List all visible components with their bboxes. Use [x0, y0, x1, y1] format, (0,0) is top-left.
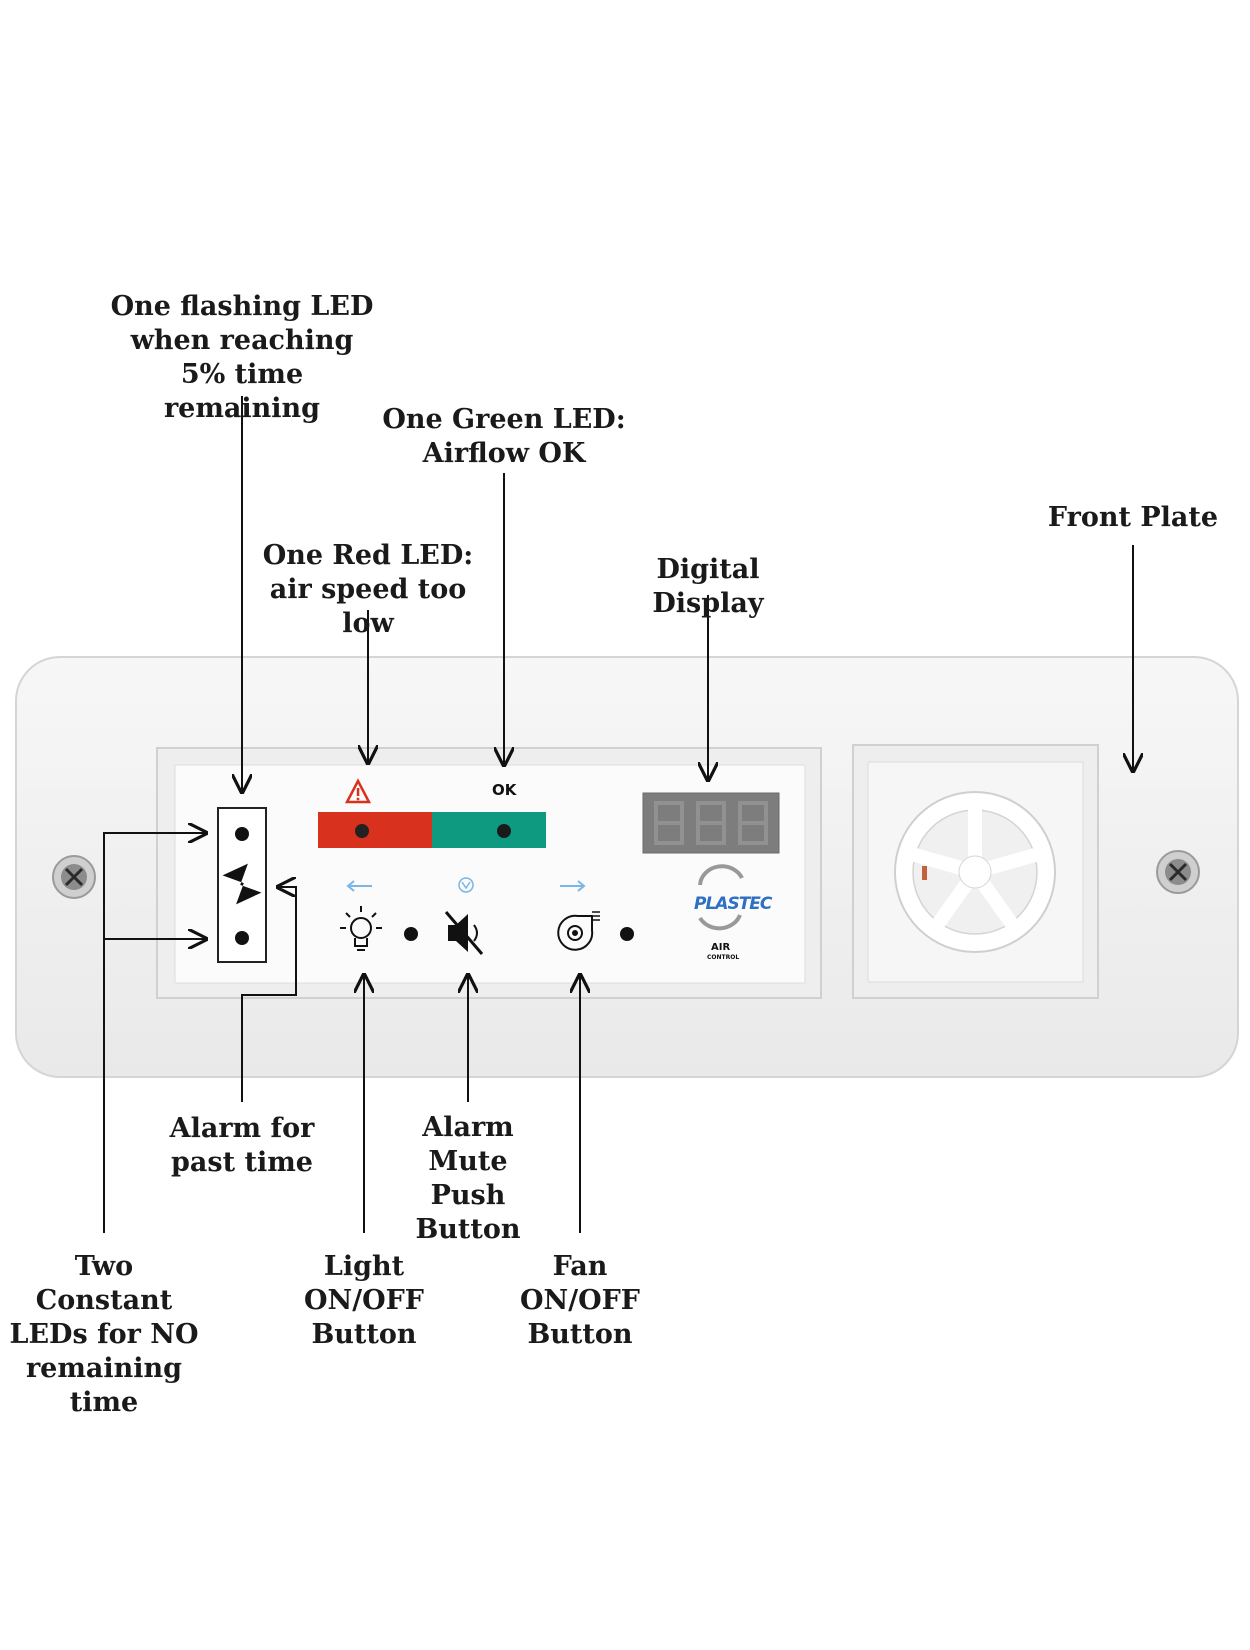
- label-digital-display: Digital Display: [652, 554, 764, 619]
- label-front-plate: Front Plate: [1047, 502, 1219, 533]
- plastec-logo: [698, 864, 744, 931]
- right-arrow-icon: [560, 880, 586, 892]
- label-flashing-led: One flashing LED when reaching 5% time r…: [110, 291, 374, 424]
- fan-led: [620, 927, 634, 941]
- red-led: [355, 824, 369, 838]
- ok-label: OK: [492, 781, 517, 799]
- bulb-icon[interactable]: [340, 906, 382, 951]
- label-two-constant-leds: Two Constant LEDs for NO remaining time: [9, 1251, 199, 1418]
- logo-sub2: CONTROL: [707, 954, 740, 961]
- flashing-led: [235, 827, 249, 841]
- hourglass-icon: [222, 863, 262, 905]
- label-fan-button: Fan ON/OFF Button: [520, 1251, 640, 1350]
- label-red-led: One Red LED: air speed too low: [262, 540, 474, 639]
- screw-icon: [52, 855, 96, 899]
- green-led: [497, 824, 511, 838]
- constant-led: [235, 931, 249, 945]
- label-alarm-past-time: Alarm for past time: [169, 1113, 315, 1178]
- green-led-bar: [432, 812, 546, 848]
- display-segments: [654, 801, 768, 845]
- vent-icon: [894, 791, 1056, 953]
- light-led: [404, 927, 418, 941]
- warning-icon: [344, 778, 372, 804]
- screw-icon: [1156, 850, 1200, 894]
- down-arrow-icon: [458, 877, 474, 893]
- label-green-led: One Green LED: Airflow OK: [382, 404, 626, 469]
- left-arrow-icon: [346, 880, 372, 892]
- label-alarm-mute: Alarm Mute Push Button: [415, 1112, 521, 1245]
- leader-alarm-past-time: [241, 887, 297, 1102]
- logo-brand: PLASTEC: [694, 894, 772, 914]
- label-light-button: Light ON/OFF Button: [304, 1251, 424, 1350]
- red-led-bar: [318, 812, 432, 848]
- logo-sub1: AIR: [711, 942, 731, 953]
- fan-icon[interactable]: [557, 911, 600, 951]
- mute-icon[interactable]: [444, 911, 484, 955]
